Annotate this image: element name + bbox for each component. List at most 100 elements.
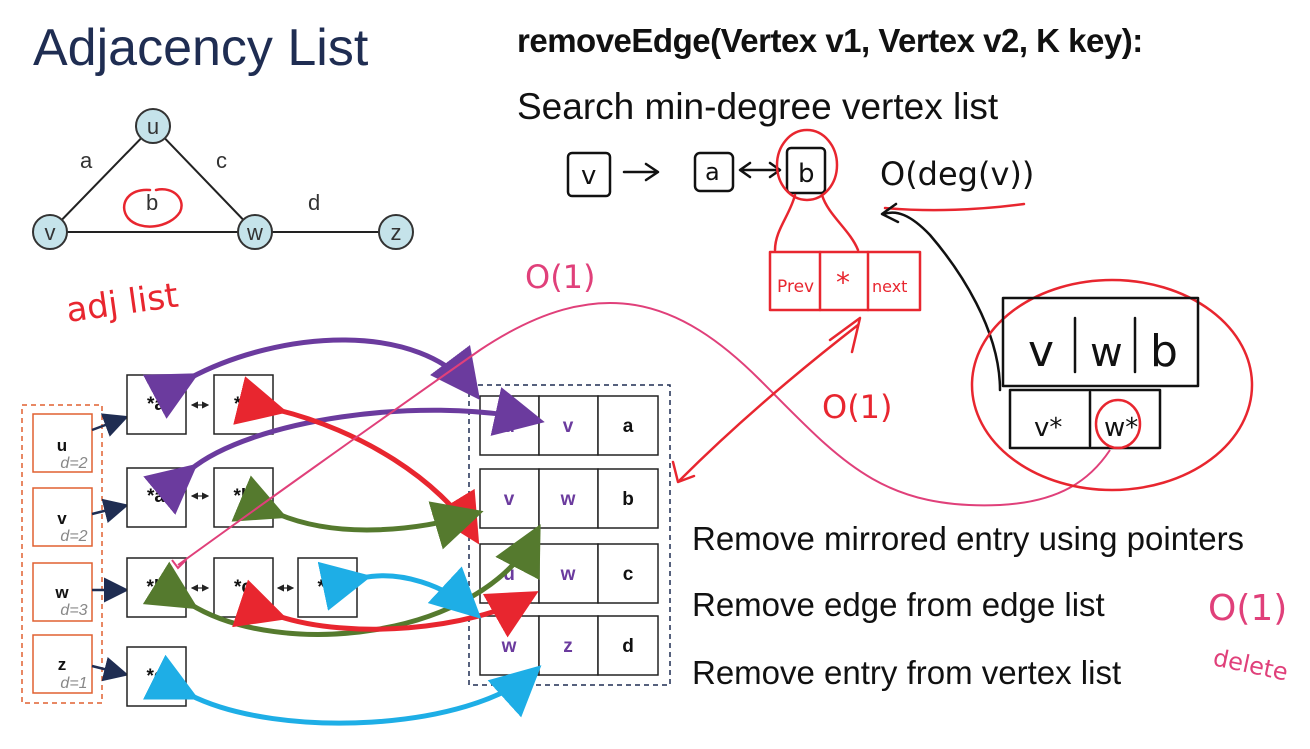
incidence-arrows xyxy=(142,337,545,726)
method-signature: removeEdge(Vertex v1, Vertex v2, K key): xyxy=(517,22,1143,59)
vertex-v-name: v xyxy=(57,509,67,528)
edge-1-v2-label: w xyxy=(560,489,576,510)
arrow-blue-zd xyxy=(143,654,542,726)
adj-v-a-label: *a xyxy=(147,486,165,507)
entry-v: v xyxy=(1028,326,1054,377)
graph-node-u xyxy=(135,108,171,144)
graph-edge-a xyxy=(49,125,154,233)
seq-box-b xyxy=(785,146,827,195)
vertex-u-box xyxy=(32,413,93,473)
search-step-text: Search min-degree vertex list xyxy=(517,86,999,127)
entry-w: w xyxy=(1090,330,1123,376)
edge-0-v1-label: u xyxy=(503,416,515,437)
edge-label-a: a xyxy=(80,148,93,173)
seq-v-label: v xyxy=(581,161,596,191)
vertex-z-name: z xyxy=(58,655,67,674)
graph-diagram: a b c d u v w z xyxy=(32,108,414,250)
wstar-circle xyxy=(1094,398,1142,450)
edge-2-key-label: c xyxy=(623,564,634,585)
seq-a-label: a xyxy=(705,158,720,186)
list-node-prev: Prev xyxy=(777,277,814,297)
list-node-star: * xyxy=(836,266,850,299)
step-remove-vertex-entry: Remove entry from vertex list xyxy=(692,654,1122,691)
seq-b-label: b xyxy=(798,159,815,189)
black-curve-arrow-head xyxy=(880,202,900,224)
red-node-arrow-head-left xyxy=(671,460,696,484)
graph-node-w xyxy=(237,214,273,250)
entry-red-circle xyxy=(970,278,1254,492)
edge-label-b: b xyxy=(146,190,158,215)
list-node-box xyxy=(768,250,922,312)
o1-right-note: O(1) xyxy=(1208,588,1287,629)
entry-b: b xyxy=(1150,326,1178,377)
adj-v-b-label: *b xyxy=(234,486,253,507)
adj-u-a-label: *a xyxy=(147,394,165,415)
edge-3-v2-label: z xyxy=(563,636,573,657)
edge-list-border xyxy=(468,384,671,686)
o1-mid-note: O(1) xyxy=(822,388,893,426)
edge-1-v2 xyxy=(538,468,599,529)
arrow-red-wc xyxy=(232,579,539,638)
adj-u-c-label: *c xyxy=(234,394,252,415)
graph-node-z xyxy=(378,214,414,250)
seq-box-a xyxy=(693,151,735,193)
edge-2-v2-label: w xyxy=(560,564,576,585)
vertex-z-box xyxy=(32,634,93,694)
list-node-next: next xyxy=(872,277,907,296)
entry-pointers-box xyxy=(1008,388,1162,450)
seq-b-circle xyxy=(775,128,839,202)
seq-box-v xyxy=(566,151,612,198)
vertex-z-degree: d=1 xyxy=(60,675,87,692)
adj-z-d-label: *d xyxy=(147,666,166,687)
graph-node-z-label: z xyxy=(391,220,402,245)
graph-edge-c xyxy=(152,125,256,233)
vertex-v-degree: d=2 xyxy=(60,528,87,545)
b-drop-left xyxy=(773,193,797,252)
vertex-u-name: u xyxy=(57,436,67,455)
graph-node-v-label: v xyxy=(45,220,56,245)
edge-0-v2 xyxy=(538,395,599,456)
edge-label-c: c xyxy=(216,148,227,173)
vertex-u-degree: d=2 xyxy=(60,455,87,472)
slide-title: Adjacency List xyxy=(33,19,369,77)
red-node-arrow-head-right xyxy=(828,316,862,354)
vertex-w-degree: d=3 xyxy=(60,602,87,619)
arrow-purple-top xyxy=(142,337,481,419)
vertex-w-name: w xyxy=(54,583,69,602)
edge-list: u v a v w b u w c w z d xyxy=(468,384,671,686)
delete-note: delete xyxy=(1211,643,1291,686)
b-drop-right xyxy=(820,193,860,252)
seq-arrow-1 xyxy=(622,162,660,182)
arrow-blue-wd xyxy=(317,561,482,619)
vertex-list-border xyxy=(21,404,103,704)
edge-2-v2 xyxy=(538,543,599,604)
adj-w-c-label: *c xyxy=(234,577,252,598)
handwritten-annotations: O(1) O(1) v a b O(deg(v)) Prev * next xyxy=(171,128,1291,687)
graph-node-w-label: w xyxy=(246,220,263,245)
pink-arrow-head xyxy=(171,559,187,570)
graph-node-v xyxy=(32,214,68,250)
adj-list-note: adj list xyxy=(64,276,181,331)
entry-vstar: v* xyxy=(1034,413,1062,443)
pointer-v xyxy=(91,498,129,523)
step-remove-edge: Remove edge from edge list xyxy=(692,586,1105,623)
edge-1-key-label: b xyxy=(622,489,634,510)
pointer-z xyxy=(91,657,129,682)
graph-node-u-label: u xyxy=(147,114,159,139)
edge-0-key-label: a xyxy=(623,416,634,437)
adj-w-d-label: *d xyxy=(318,577,337,598)
step-remove-mirrored: Remove mirrored entry using pointers xyxy=(692,520,1245,557)
edge-0-v2-label: v xyxy=(563,416,574,437)
vertex-v-box xyxy=(32,487,93,547)
edge-label-d: d xyxy=(308,190,320,215)
adj-w-b-label: *b xyxy=(147,577,166,598)
red-node-arrow xyxy=(678,323,860,482)
edge-3-key-label: d xyxy=(622,636,634,657)
pink-connector-curve xyxy=(177,301,1111,566)
seq-arrow-2 xyxy=(738,161,782,179)
pointer-u xyxy=(91,413,129,437)
black-curve-arrow xyxy=(882,211,1002,392)
entry-main-box xyxy=(1001,296,1200,388)
o-deg-note: O(deg(v)) xyxy=(880,155,1034,193)
